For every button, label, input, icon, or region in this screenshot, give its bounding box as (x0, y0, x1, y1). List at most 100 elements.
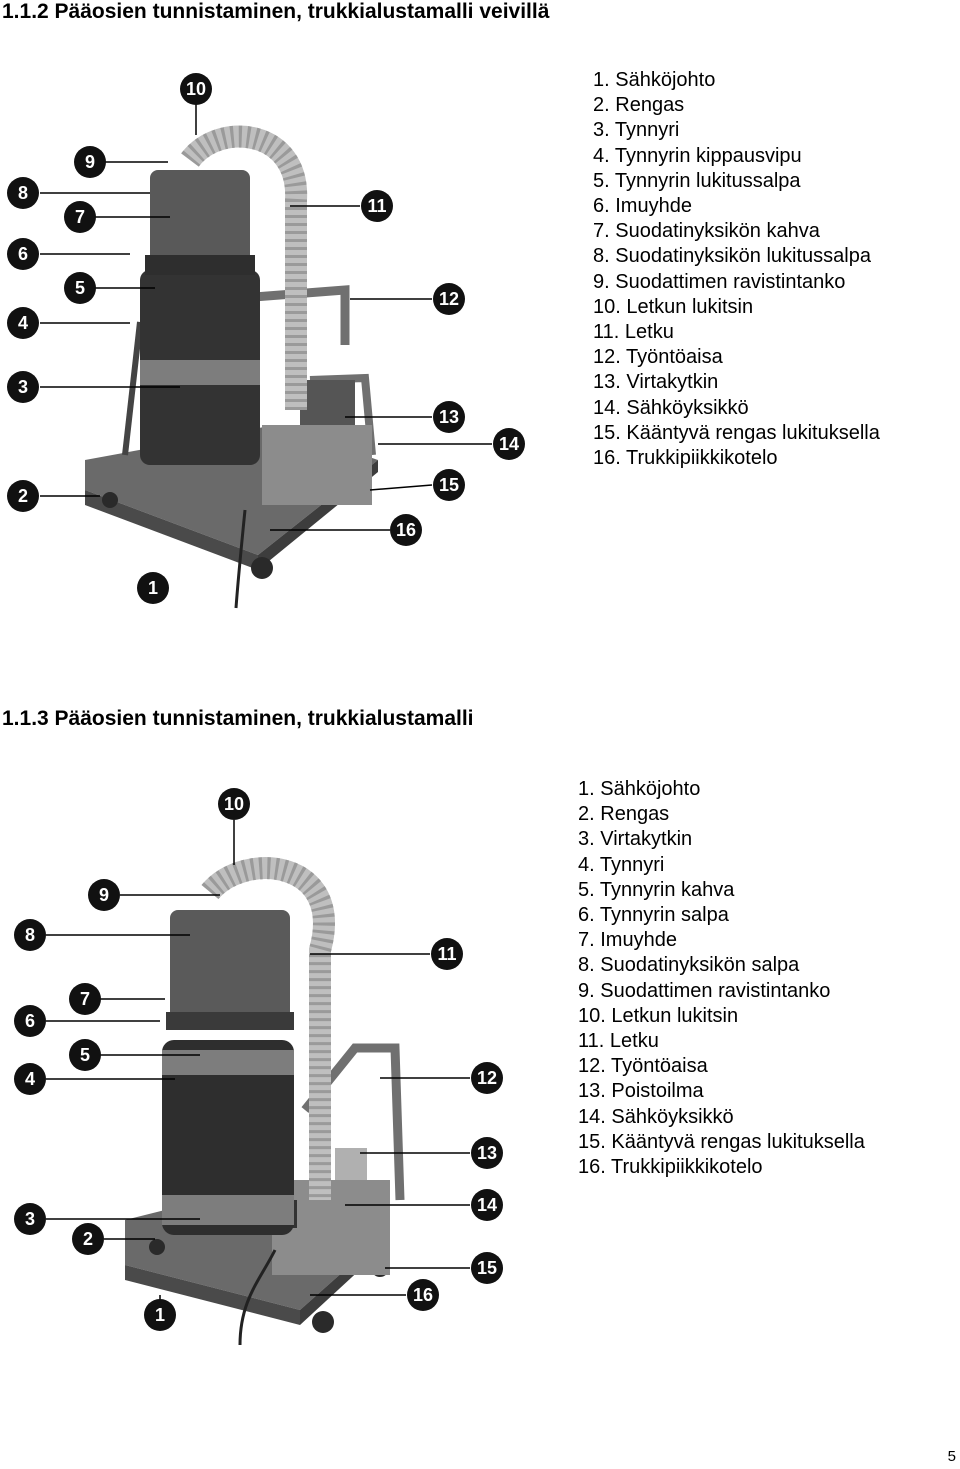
item-label: Sähköyksikkö (626, 396, 749, 419)
item-label: Työntöaisa (611, 1055, 708, 1078)
item-label: Suodattimen ravistintanko (615, 270, 846, 293)
item-label: Rengas (615, 94, 685, 117)
parts-list-item: 7. Suodatinyksikön kahva (593, 219, 880, 244)
callout-7-label: 7 (75, 207, 85, 227)
callout-16-label: 16 (413, 1285, 433, 1305)
parts-list-item: 5. Tynnyrin kahva (578, 878, 865, 903)
parts-list-item: 6. Tynnyrin salpa (578, 903, 865, 928)
callout-16-label: 16 (396, 520, 416, 540)
vacuum-photo-figure-2: 10 9 8 7 6 5 4 3 2 1 11 12 13 14 15 16 (14, 788, 503, 1346)
item-number: 2. (593, 94, 610, 117)
item-number: 15. (593, 421, 621, 444)
item-label: Sähköjohto (600, 778, 701, 800)
parts-list-item: 1. Sähköjohto (578, 777, 865, 802)
parts-list-item: 9. Suodattimen ravistintanko (593, 270, 880, 295)
item-label: Letku (624, 321, 674, 344)
item-number: 10. (578, 1004, 606, 1027)
item-number: 11. (578, 1030, 605, 1053)
item-label: Työntöaisa (626, 346, 723, 369)
parts-list-item: 4. Tynnyrin kippausvipu (593, 144, 880, 169)
item-label: Sähköjohto (615, 69, 716, 91)
callout-12-label: 12 (439, 289, 459, 309)
callout-14-label: 14 (477, 1195, 497, 1215)
parts-list-item: 16. Trukkipiikkikotelo (593, 446, 880, 471)
callout-9-label: 9 (85, 152, 95, 172)
item-number: 6. (578, 904, 595, 927)
callout-8: 8 (14, 919, 46, 951)
parts-list-item: 1. Sähköjohto (593, 68, 880, 93)
parts-list-item: 9. Suodattimen ravistintanko (578, 979, 865, 1004)
item-number: 12. (578, 1055, 606, 1078)
parts-list-item: 12. Työntöaisa (593, 345, 880, 370)
page-number: 5 (947, 1448, 956, 1465)
item-label: Letku (609, 1030, 659, 1053)
item-label: Tynnyrin lukitussalpa (614, 169, 801, 192)
callout-13-label: 13 (439, 407, 459, 427)
callout-7: 7 (64, 201, 96, 233)
callout-15-label: 15 (439, 475, 459, 495)
item-label: Letkun lukitsin (626, 295, 754, 318)
parts-list-item: 14. Sähköyksikkö (593, 396, 880, 421)
callout-5-label: 5 (75, 278, 85, 298)
callout-12: 12 (433, 283, 465, 315)
item-label: Suodatinyksikön kahva (615, 220, 820, 243)
parts-list-item: 3. Virtakytkin (578, 827, 865, 852)
item-label: Tynnyri (614, 119, 680, 142)
item-number: 13. (593, 371, 621, 394)
section-heading-2: 1.1.3 Pääosien tunnistaminen, trukkialus… (2, 707, 474, 730)
item-label: Suodatinyksikön lukitussalpa (615, 245, 871, 268)
item-number: 10. (593, 295, 621, 318)
parts-list-item: 12. Työntöaisa (578, 1054, 865, 1079)
callout-6-label: 6 (18, 244, 28, 264)
item-number: 4. (593, 144, 610, 167)
callout-4-label: 4 (18, 313, 28, 333)
item-number: 16. (578, 1156, 606, 1179)
callout-4: 4 (7, 307, 39, 339)
callout-15: 15 (433, 469, 465, 501)
item-label: Tynnyrin salpa (599, 904, 729, 927)
callout-2: 2 (72, 1223, 104, 1255)
item-label: Tynnyrin kahva (599, 878, 735, 901)
callout-1: 1 (137, 572, 169, 604)
item-number: 1. (593, 69, 610, 91)
callout-14: 14 (471, 1189, 503, 1221)
item-label: Letkun lukitsin (611, 1004, 739, 1027)
parts-list-item: 8. Suodatinyksikön lukitussalpa (593, 244, 880, 269)
parts-list-item: 13. Virtakytkin (593, 370, 880, 395)
item-label: Kääntyvä rengas lukituksella (626, 421, 880, 444)
parts-list-2: 1. Sähköjohto 2. Rengas 3. Virtakytkin 4… (578, 777, 865, 1180)
callout-9: 9 (74, 146, 106, 178)
parts-list-item: 4. Tynnyri (578, 853, 865, 878)
callout-1-label: 1 (155, 1305, 165, 1325)
item-number: 12. (593, 346, 621, 369)
callout-6: 6 (14, 1005, 46, 1037)
item-label: Suodatinyksikön salpa (600, 954, 800, 977)
callout-9: 9 (88, 879, 120, 911)
item-number: 9. (593, 270, 610, 293)
item-label: Tynnyrin kippausvipu (614, 144, 802, 167)
parts-list-item: 2. Rengas (578, 802, 865, 827)
parts-list-item: 6. Imuyhde (593, 194, 880, 219)
parts-list-item: 5. Tynnyrin lukitussalpa (593, 169, 880, 194)
parts-list-item: 3. Tynnyri (593, 118, 880, 143)
callout-2-label: 2 (83, 1229, 93, 1249)
callout-16: 16 (407, 1279, 439, 1311)
parts-list-1: 1. Sähköjohto 2. Rengas 3. Tynnyri 4. Ty… (593, 68, 880, 471)
callout-1: 1 (144, 1299, 176, 1331)
callout-11-label: 11 (437, 944, 456, 964)
callout-7: 7 (69, 983, 101, 1015)
item-number: 1. (578, 778, 595, 800)
item-number: 11. (593, 321, 620, 344)
callout-16: 16 (390, 514, 422, 546)
callout-13-label: 13 (477, 1143, 497, 1163)
parts-list-item: 16. Trukkipiikkikotelo (578, 1155, 865, 1180)
callout-2: 2 (7, 480, 39, 512)
item-label: Tynnyri (599, 853, 665, 876)
item-label: Imuyhde (600, 929, 677, 952)
item-number: 3. (578, 828, 595, 851)
item-number: 9. (578, 979, 595, 1002)
callout-10-label: 10 (186, 79, 206, 99)
item-number: 4. (578, 853, 595, 876)
callout-3: 3 (7, 371, 39, 403)
parts-list-item: 15. Kääntyvä rengas lukituksella (578, 1130, 865, 1155)
